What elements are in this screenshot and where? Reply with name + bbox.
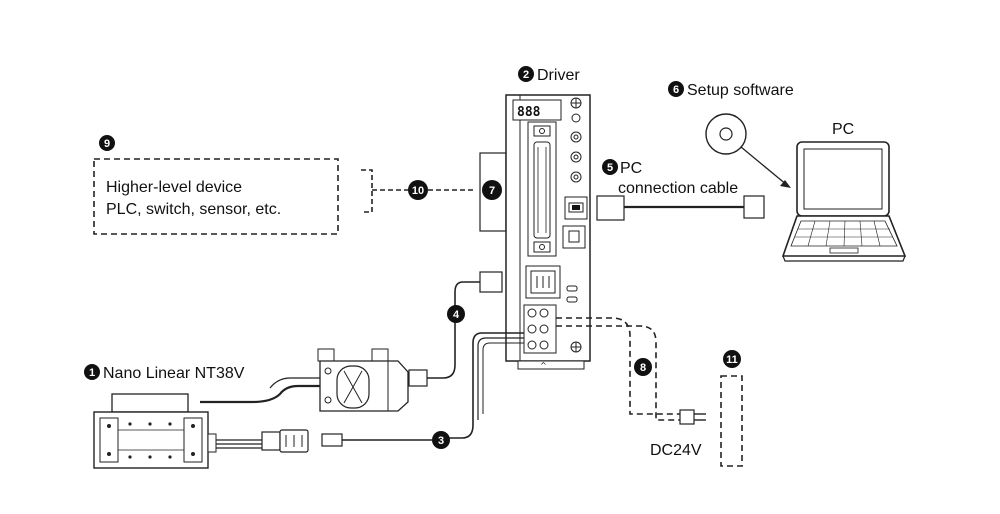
driver-label: Driver	[537, 67, 580, 84]
marker-6	[668, 81, 684, 97]
nano-linear-actuator	[93, 393, 217, 469]
encoder-cable	[443, 332, 524, 439]
encoder-cable-end	[321, 433, 343, 447]
power-cable-dashed-2	[556, 325, 680, 421]
encoder-cable-wire	[477, 337, 524, 420]
nano-linear-label: Nano Linear NT38V	[103, 365, 245, 382]
segment-display	[512, 99, 562, 121]
actuator-motor-cable	[200, 384, 320, 404]
marker-8	[634, 358, 652, 376]
install-arrow-head	[780, 180, 791, 188]
marker-11-text: 11	[726, 354, 738, 366]
svg-text:^: ^	[540, 361, 547, 370]
encoder-port	[562, 225, 586, 249]
marker-1	[84, 364, 100, 380]
marker-6-text: 6	[673, 84, 679, 96]
dsub-connector	[317, 348, 409, 412]
marker-1-text: 1	[89, 367, 95, 379]
motor-cable-plug-driver	[479, 271, 503, 293]
marker-9-text: 9	[104, 138, 110, 150]
display-digits: 888	[517, 105, 541, 120]
motor-cable-plug-motor	[408, 369, 428, 387]
higher-level-device-label: Higher-level device	[106, 179, 242, 196]
marker-3-text: 3	[438, 435, 444, 447]
laptop-icon	[781, 141, 907, 262]
marker-5	[602, 159, 618, 175]
marker-7-text: 7	[489, 185, 495, 197]
marker-7	[482, 180, 502, 200]
marker-2	[518, 66, 534, 82]
pc-cable-plug-pc	[743, 195, 765, 219]
encoder-inline-connector	[261, 429, 309, 453]
encoder-cable-wire-2	[482, 342, 524, 414]
marker-4	[447, 305, 465, 323]
io-connector-dashed	[361, 169, 373, 213]
higher-level-device-box	[93, 158, 339, 235]
pc-cable-plug-driver	[596, 195, 625, 221]
marker-2-text: 2	[523, 69, 529, 81]
marker-3	[432, 431, 450, 449]
marker-5-text: 5	[607, 162, 613, 174]
marker-11	[723, 350, 741, 368]
power-supply-box	[720, 375, 743, 467]
install-arrow	[740, 146, 788, 186]
marker-10	[408, 180, 428, 200]
marker-8-text: 8	[640, 362, 646, 374]
pc-cable-label-line2: connection cable	[618, 180, 738, 197]
marker-10-text: 10	[412, 185, 424, 197]
dc24v-label: DC24V	[650, 442, 702, 459]
motor-cable	[427, 281, 480, 379]
pc-label: PC	[832, 121, 854, 138]
higher-level-device-examples: PLC, switch, sensor, etc.	[106, 201, 281, 218]
setup-software-label: Setup software	[687, 82, 794, 99]
power-cable-dashed-1	[556, 317, 680, 415]
marker-4-text: 4	[453, 309, 460, 321]
pc-cable-label-line1: PC	[620, 160, 642, 177]
driver-unit: 888	[505, 94, 591, 370]
cd-disc-icon	[705, 113, 747, 155]
power-plug	[679, 409, 695, 425]
marker-9	[99, 135, 115, 151]
